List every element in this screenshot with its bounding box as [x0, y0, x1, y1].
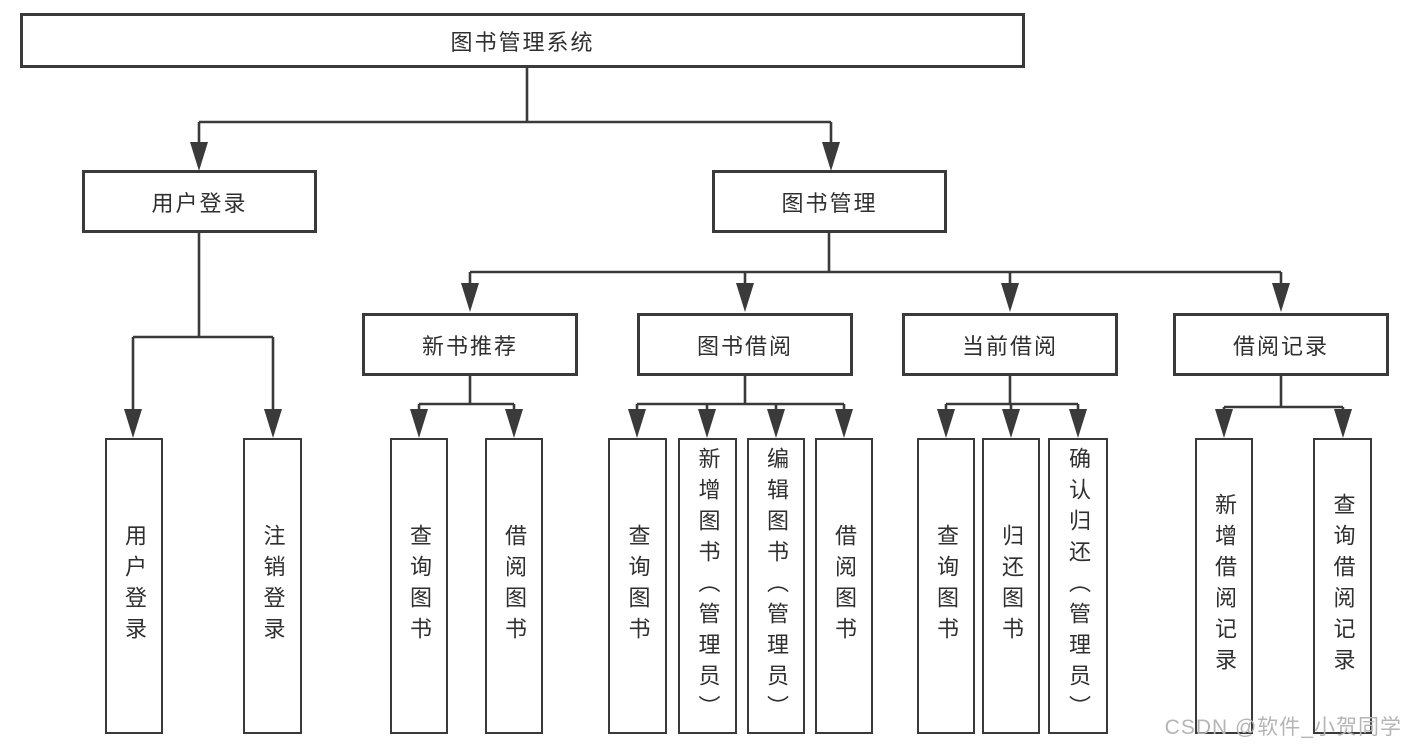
node-borrowing-records: 借阅记录 — [1173, 313, 1389, 376]
leaf-query-borrow-record: 查询借阅记录 — [1313, 438, 1372, 734]
leaf-logout: 注销登录 — [243, 438, 302, 734]
node-new-book-recommend-label: 新书推荐 — [421, 333, 518, 359]
leaf-add-books-admin-label: 新增图书（管理员） — [695, 446, 721, 726]
node-root-label: 图书管理系统 — [450, 29, 595, 55]
connector-newbook-to-leaves — [417, 376, 516, 414]
leaf-query-books-current: 查询图书 — [917, 438, 975, 734]
node-user-login-label: 用户登录 — [151, 190, 248, 216]
leaf-borrow-books: 借阅图书 — [815, 438, 873, 734]
node-current-borrowing: 当前借阅 — [902, 313, 1118, 376]
connector-bookmgmt-to-level3 — [468, 233, 1283, 288]
leaf-edit-books-admin-label: 编辑图书（管理员） — [764, 446, 789, 726]
connector-borrow-to-leaves — [635, 376, 846, 414]
leaf-query-borrow-record-label: 查询借阅记录 — [1330, 493, 1356, 679]
node-root-system: 图书管理系统 — [20, 13, 1025, 68]
leaf-add-borrow-record: 新增借阅记录 — [1195, 438, 1253, 734]
node-current-borrowing-label: 当前借阅 — [961, 333, 1058, 359]
node-book-borrowing-label: 图书借阅 — [696, 333, 793, 359]
leaf-query-books-current-label: 查询图书 — [934, 524, 959, 648]
leaf-logout-label: 注销登录 — [260, 524, 286, 648]
node-book-borrowing: 图书借阅 — [637, 313, 853, 376]
arrowheads — [124, 142, 1352, 438]
node-new-book-recommend: 新书推荐 — [362, 313, 578, 376]
leaf-borrow-books-recommend-label: 借阅图书 — [502, 524, 527, 648]
connector-records-to-leaves — [1222, 376, 1345, 414]
leaf-return-books-label: 归还图书 — [999, 524, 1024, 648]
csdn-watermark: CSDN @软件_小贺同学 — [1164, 716, 1402, 739]
connector-current-to-leaves — [944, 376, 1080, 414]
connector-userlogin-to-leaves — [131, 233, 275, 414]
node-book-management: 图书管理 — [712, 170, 947, 233]
leaf-user-login: 用户登录 — [105, 438, 163, 734]
leaf-query-books-recommend-label: 查询图书 — [407, 524, 432, 648]
leaf-user-login-label: 用户登录 — [122, 524, 147, 648]
leaf-query-books-borrow-label: 查询图书 — [625, 524, 651, 648]
leaf-confirm-return-admin: 确认归还（管理员） — [1048, 438, 1108, 734]
node-book-management-label: 图书管理 — [781, 190, 878, 216]
leaf-add-borrow-record-label: 新增借阅记录 — [1212, 493, 1237, 679]
leaf-confirm-return-admin-label: 确认归还（管理员） — [1066, 446, 1091, 726]
leaf-edit-books-admin: 编辑图书（管理员） — [747, 438, 805, 734]
leaf-query-books-borrow: 查询图书 — [608, 438, 667, 734]
leaf-query-books-recommend: 查询图书 — [390, 438, 448, 734]
leaf-add-books-admin: 新增图书（管理员） — [678, 438, 737, 734]
node-user-login: 用户登录 — [82, 170, 317, 233]
node-borrowing-records-label: 借阅记录 — [1232, 333, 1329, 359]
leaf-return-books: 归还图书 — [982, 438, 1040, 734]
leaf-borrow-books-recommend: 借阅图书 — [485, 438, 543, 734]
connector-root-to-level2 — [197, 68, 833, 146]
leaf-borrow-books-label: 借阅图书 — [832, 524, 857, 648]
